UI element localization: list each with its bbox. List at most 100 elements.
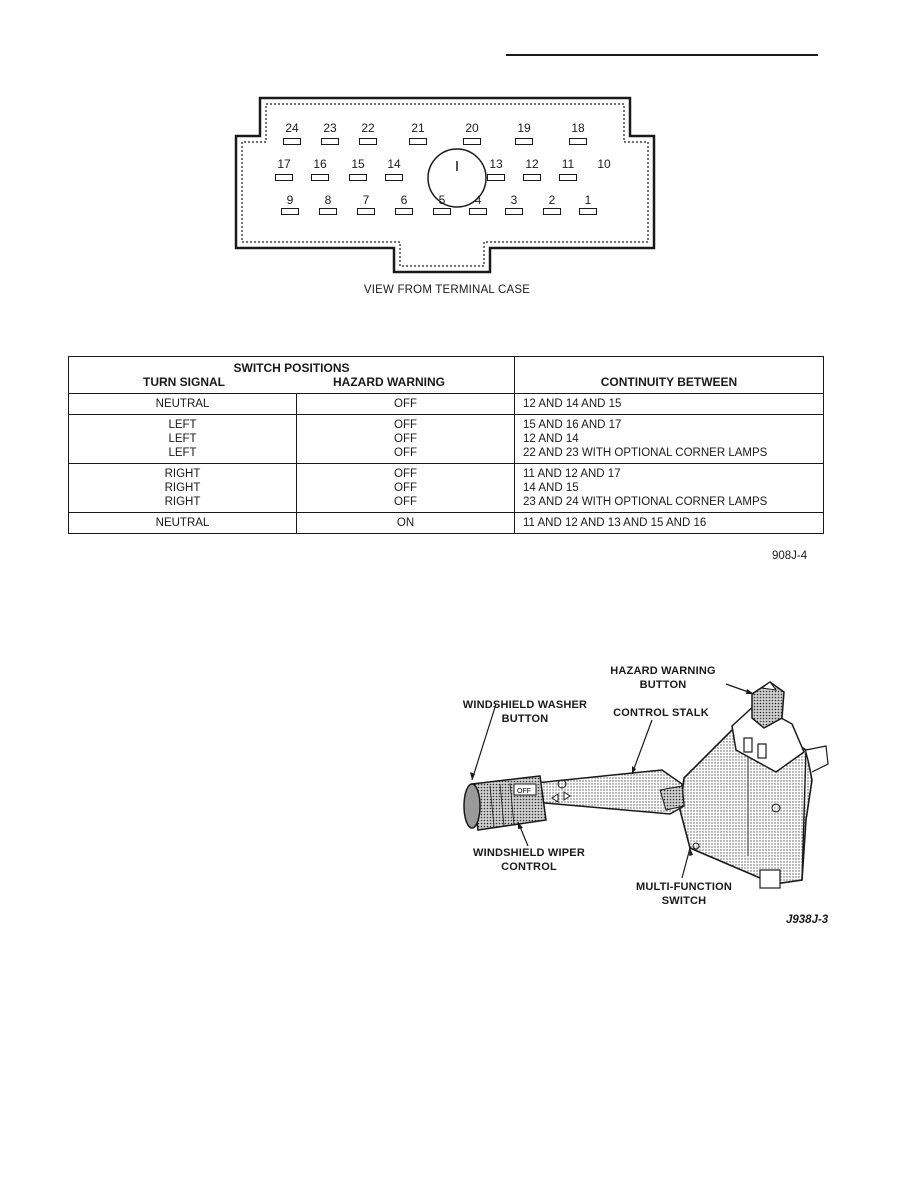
multi-function-switch-label: MULTI-FUNCTION SWITCH <box>635 881 733 907</box>
pin-number: 15 <box>351 157 365 171</box>
pin-number: 19 <box>517 121 531 135</box>
continuity-cell: 14 AND 15 <box>523 482 579 494</box>
pin-terminal <box>395 208 413 215</box>
pin-terminal <box>559 174 577 181</box>
table-row: NEUTRAL ON 11 AND 12 AND 13 AND 15 AND 1… <box>68 512 824 534</box>
turn-cell: RIGHT <box>164 482 201 494</box>
turn-signal-header: TURN SIGNAL <box>143 375 225 389</box>
illustration-figure-id: J938J-3 <box>786 914 829 926</box>
pin-number: 3 <box>510 193 518 207</box>
continuity-cell: 15 AND 16 AND 17 <box>523 419 622 431</box>
pin-terminal <box>433 208 451 215</box>
turn-cell: NEUTRAL <box>155 398 210 410</box>
pin-number: 5 <box>438 193 446 207</box>
continuity-cell: 11 AND 12 AND 17 <box>523 468 621 480</box>
switch-illustration: OFF HAZARD WARNING BUTTON WINDSHIELD WAS… <box>456 660 836 910</box>
pin-terminal <box>311 174 329 181</box>
pin-terminal <box>505 208 523 215</box>
pin-number: 22 <box>361 121 375 135</box>
pin-terminal <box>319 208 337 215</box>
table-figure-id: 908J-4 <box>772 550 808 562</box>
pin-terminal <box>579 208 597 215</box>
table-row: NEUTRAL OFF 12 AND 14 AND 15 <box>68 393 824 415</box>
turn-cell: RIGHT <box>164 468 201 480</box>
pin-number: 11 <box>561 157 575 171</box>
pin-terminal <box>543 208 561 215</box>
turn-right-arrow-icon <box>563 791 571 801</box>
pin-number: 9 <box>286 193 294 207</box>
turn-left-arrow-icon <box>551 793 559 803</box>
pin-terminal <box>359 138 377 145</box>
turn-cell: LEFT <box>168 419 197 431</box>
pin-number: 20 <box>465 121 479 135</box>
windshield-washer-button-label: WINDSHIELD WASHER BUTTON <box>462 699 588 725</box>
connector-outline <box>234 96 656 274</box>
control-stalk-label: CONTROL STALK <box>613 707 709 719</box>
pin-number: 14 <box>387 157 401 171</box>
hazard-cell: OFF <box>394 482 417 494</box>
pin-number: 6 <box>400 193 408 207</box>
hazard-cell: OFF <box>394 447 417 459</box>
pin-number: 21 <box>411 121 425 135</box>
pin-terminal <box>487 174 505 181</box>
pin-number: 18 <box>571 121 585 135</box>
pin-number: 2 <box>548 193 556 207</box>
pin-number: 4 <box>474 193 482 207</box>
pin-number: 7 <box>362 193 370 207</box>
hazard-cell: OFF <box>394 419 417 431</box>
pin-number: 10 <box>597 157 611 171</box>
continuity-cell: 22 AND 23 WITH OPTIONAL CORNER LAMPS <box>523 447 768 459</box>
continuity-header: CONTINUITY BETWEEN <box>514 356 824 394</box>
hazard-warning-button-label: HAZARD WARNING BUTTON <box>610 665 716 691</box>
hazard-warning-header: HAZARD WARNING <box>333 375 445 389</box>
switch-drawing: OFF <box>463 681 829 889</box>
pin-terminal <box>463 138 481 145</box>
turn-cell: LEFT <box>168 433 197 445</box>
pin-terminal <box>515 138 533 145</box>
switch-positions-header: SWITCH POSITIONS TURN SIGNAL HAZARD WARN… <box>68 356 515 394</box>
hazard-cell: OFF <box>394 468 417 480</box>
pin-terminal <box>569 138 587 145</box>
continuity-table: SWITCH POSITIONS TURN SIGNAL HAZARD WARN… <box>68 356 824 534</box>
header-rule <box>506 54 818 56</box>
pin-terminal <box>357 208 375 215</box>
table-row: LEFT LEFT LEFT OFF OFF OFF 15 AND 16 AND… <box>68 414 824 464</box>
pin-number: 23 <box>323 121 337 135</box>
switch-positions-title: SWITCH POSITIONS <box>233 361 350 375</box>
pin-terminal <box>349 174 367 181</box>
pin-terminal <box>283 138 301 145</box>
pin-terminal <box>281 208 299 215</box>
pin-terminal <box>321 138 339 145</box>
pin-number: 13 <box>489 157 503 171</box>
hazard-cell: OFF <box>394 433 417 445</box>
hazard-cell: OFF <box>394 496 417 508</box>
pin-terminal <box>275 174 293 181</box>
turn-cell: RIGHT <box>164 496 201 508</box>
table-row: RIGHT RIGHT RIGHT OFF OFF OFF 11 AND 12 … <box>68 463 824 513</box>
turn-cell: LEFT <box>168 447 197 459</box>
connector-caption: VIEW FROM TERMINAL CASE <box>363 284 531 296</box>
hazard-cell: ON <box>396 517 415 529</box>
knob-off-label: OFF <box>517 788 531 795</box>
pin-number: 24 <box>285 121 299 135</box>
pin-terminal <box>523 174 541 181</box>
pin-number: 8 <box>324 193 332 207</box>
turn-cell: NEUTRAL <box>155 517 210 529</box>
hazard-cell: OFF <box>394 398 417 410</box>
continuity-cell: 12 AND 14 AND 15 <box>523 398 622 410</box>
pin-number: 16 <box>313 157 327 171</box>
keyway-circle <box>427 148 487 208</box>
pin-number: 12 <box>525 157 539 171</box>
continuity-cell: 11 AND 12 AND 13 AND 15 AND 16 <box>523 517 707 529</box>
continuity-cell: 23 AND 24 WITH OPTIONAL CORNER LAMPS <box>523 496 768 508</box>
continuity-cell: 12 AND 14 <box>523 433 579 445</box>
pin-number: 1 <box>584 193 592 207</box>
pin-terminal <box>385 174 403 181</box>
pin-terminal <box>469 208 487 215</box>
windshield-wiper-control-label: WINDSHIELD WIPER CONTROL <box>473 847 585 873</box>
pin-terminal <box>409 138 427 145</box>
pin-number: 17 <box>277 157 291 171</box>
headlamp-icon <box>557 779 567 789</box>
washer-button-end <box>463 783 481 829</box>
